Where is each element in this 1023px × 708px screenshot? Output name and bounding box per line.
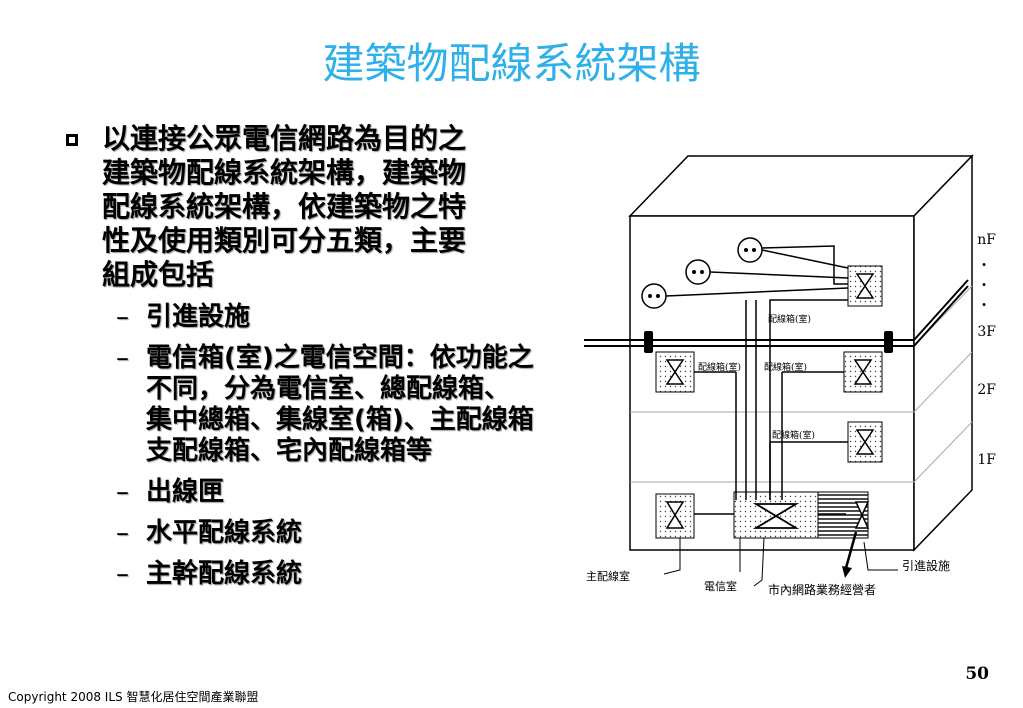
sub-bullet-backbone: – 主幹配線系統 (58, 559, 588, 590)
dash-icon: – (116, 477, 129, 507)
sub-bullet-outlet: – 出線匣 (58, 477, 588, 508)
callout-telecom-room: 電信室 (704, 579, 737, 593)
main-bullet-line: 性及使用類別可分五類，主要 (102, 224, 467, 257)
copyright-text: Copyright 2008 ILS 智慧化居住空間產業聯盟 (8, 690, 259, 704)
sub-bullet-horizontal: – 水平配線系統 (58, 518, 588, 549)
sub-bullet-line: 水平配線系統 (146, 518, 303, 548)
sub-bullet-line: 支配線箱、宅內配線箱等 (146, 436, 433, 466)
sub-bullet-telecom-space: – 電信箱(室)之電信空間：依功能之 不同，分為電信室、總配線箱、 集中總箱、集… (58, 343, 588, 467)
sub-bullet-line: 引進設施 (146, 302, 251, 332)
ellipsis-dot: · (981, 255, 987, 274)
break-line (584, 279, 969, 353)
wiring-lines (665, 245, 849, 515)
main-bullet-line: 建築物配線系統架構，建築物 (102, 156, 467, 189)
sub-bullet-line: 不同，分為電信室、總配線箱、 (146, 374, 511, 404)
sub-bullet-line: 電信箱(室)之電信空間：依功能之 (146, 343, 534, 373)
sub-bullet-entrance: – 引進設施 (58, 302, 588, 333)
main-bullet-line: 以連接公眾電信網路為目的之 (102, 122, 467, 155)
bullet-list: 以連接公眾電信網路為目的之 建築物配線系統架構，建築物 配線系統架構，依建築物之… (58, 122, 588, 642)
dash-icon: – (116, 343, 129, 373)
box-label-3f-left: 配線箱(室) (698, 361, 741, 373)
main-bullet-line: 配線系統架構，依建築物之特 (102, 190, 467, 223)
sub-bullet-line: 出線匣 (146, 477, 225, 507)
main-bullet: 以連接公眾電信網路為目的之 建築物配線系統架構，建築物 配線系統架構，依建築物之… (58, 122, 588, 292)
building-wiring-diagram: nF · · · 3F 2F 1F 配線箱(室) 配線箱(室) 配線箱(室) 配… (584, 150, 1004, 602)
sub-bullet-line: 主幹配線系統 (146, 559, 303, 589)
dash-icon: – (116, 559, 129, 589)
floor-label-nf: nF (977, 232, 996, 248)
dash-icon: – (116, 302, 129, 332)
callout-entrance: 引進設施 (902, 558, 950, 573)
box-label-nf: 配線箱(室) (768, 313, 811, 325)
box-label-2f: 配線箱(室) (772, 429, 815, 441)
ellipsis-dot: · (981, 275, 987, 294)
floor-label-3f: 3F (977, 324, 996, 340)
page-number: 50 (965, 664, 989, 684)
ellipsis-dot: · (981, 295, 987, 314)
dash-icon: – (116, 518, 129, 548)
square-bullet-icon (66, 134, 78, 146)
main-bullet-line: 組成包括 (102, 258, 215, 291)
callout-operator: 市內網路業務經營者 (768, 582, 876, 597)
callout-leaders (663, 537, 898, 587)
entrance-arrow-icon (842, 531, 858, 578)
box-label-3f-right: 配線箱(室) (764, 361, 807, 373)
distribution-box-icon (655, 265, 883, 539)
slide-title: 建築物配線系統架構 (322, 39, 701, 88)
floor-label-2f: 2F (977, 382, 996, 398)
callout-main-room: 主配線室 (586, 569, 630, 583)
sub-bullet-line: 集中總箱、集線室(箱)、主配線箱 (146, 405, 534, 435)
floor-label-1f: 1F (977, 452, 996, 468)
